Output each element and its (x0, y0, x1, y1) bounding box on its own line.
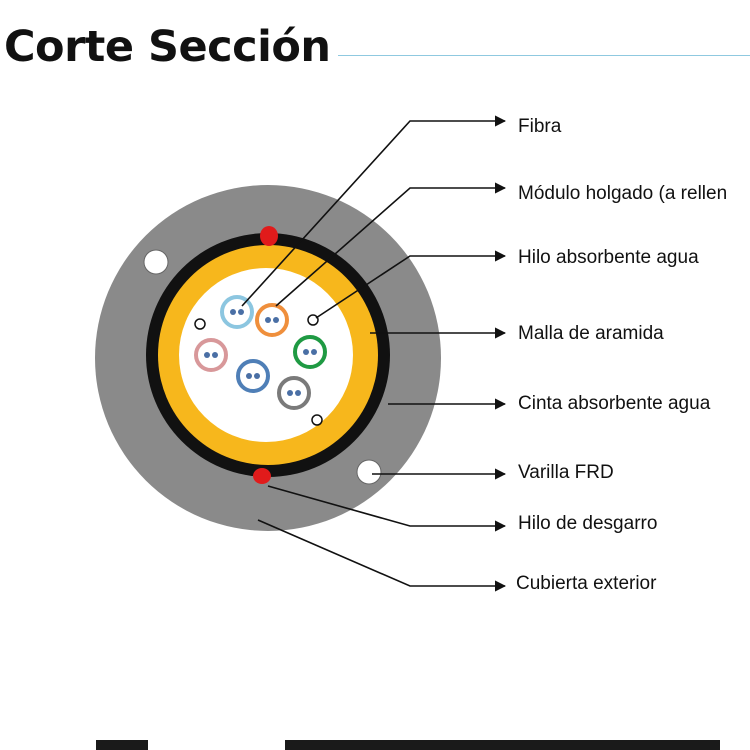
label-varilla-frd: Varilla FRD (518, 462, 614, 483)
label-hilo-absorbente-agua: Hilo absorbente agua (518, 247, 699, 268)
frp-rod-top-left (143, 249, 169, 275)
loose-tube-orange (255, 303, 289, 337)
leader-line-fibra (241, 115, 507, 307)
frp-rod-bottom-right (356, 459, 382, 485)
title-divider (338, 55, 750, 56)
page-title: Corte Sección (4, 22, 331, 72)
loose-tube-gray (277, 376, 311, 410)
loose-tube-blue (236, 359, 270, 393)
loose-tube-green (293, 335, 327, 369)
leader-line-hilo-absorbente (315, 250, 507, 319)
label-cubierta-exterior: Cubierta exterior (516, 573, 657, 594)
ripcord-top (260, 226, 278, 246)
label-modulo-holgado: Módulo holgado (a rellen (518, 183, 728, 204)
leader-line-hilo-desgarro (267, 485, 507, 532)
cropped-text-fragment (285, 740, 720, 750)
label-cinta-absorbente-agua: Cinta absorbente agua (518, 393, 711, 414)
leader-line-modulo (275, 182, 507, 307)
label-fibra: Fibra (518, 116, 562, 137)
label-malla-de-aramida: Malla de aramida (518, 323, 664, 344)
leader-line-cubierta (257, 519, 507, 592)
water-yarn-2 (307, 314, 319, 326)
label-hilo-de-desgarro: Hilo de desgarro (518, 513, 658, 534)
loose-tube-light-blue (220, 295, 254, 329)
cropped-text-fragment (96, 740, 148, 750)
water-yarn-1 (194, 318, 206, 330)
ripcord-bottom (253, 468, 271, 484)
water-yarn-3 (311, 414, 323, 426)
loose-tube-pink (194, 338, 228, 372)
